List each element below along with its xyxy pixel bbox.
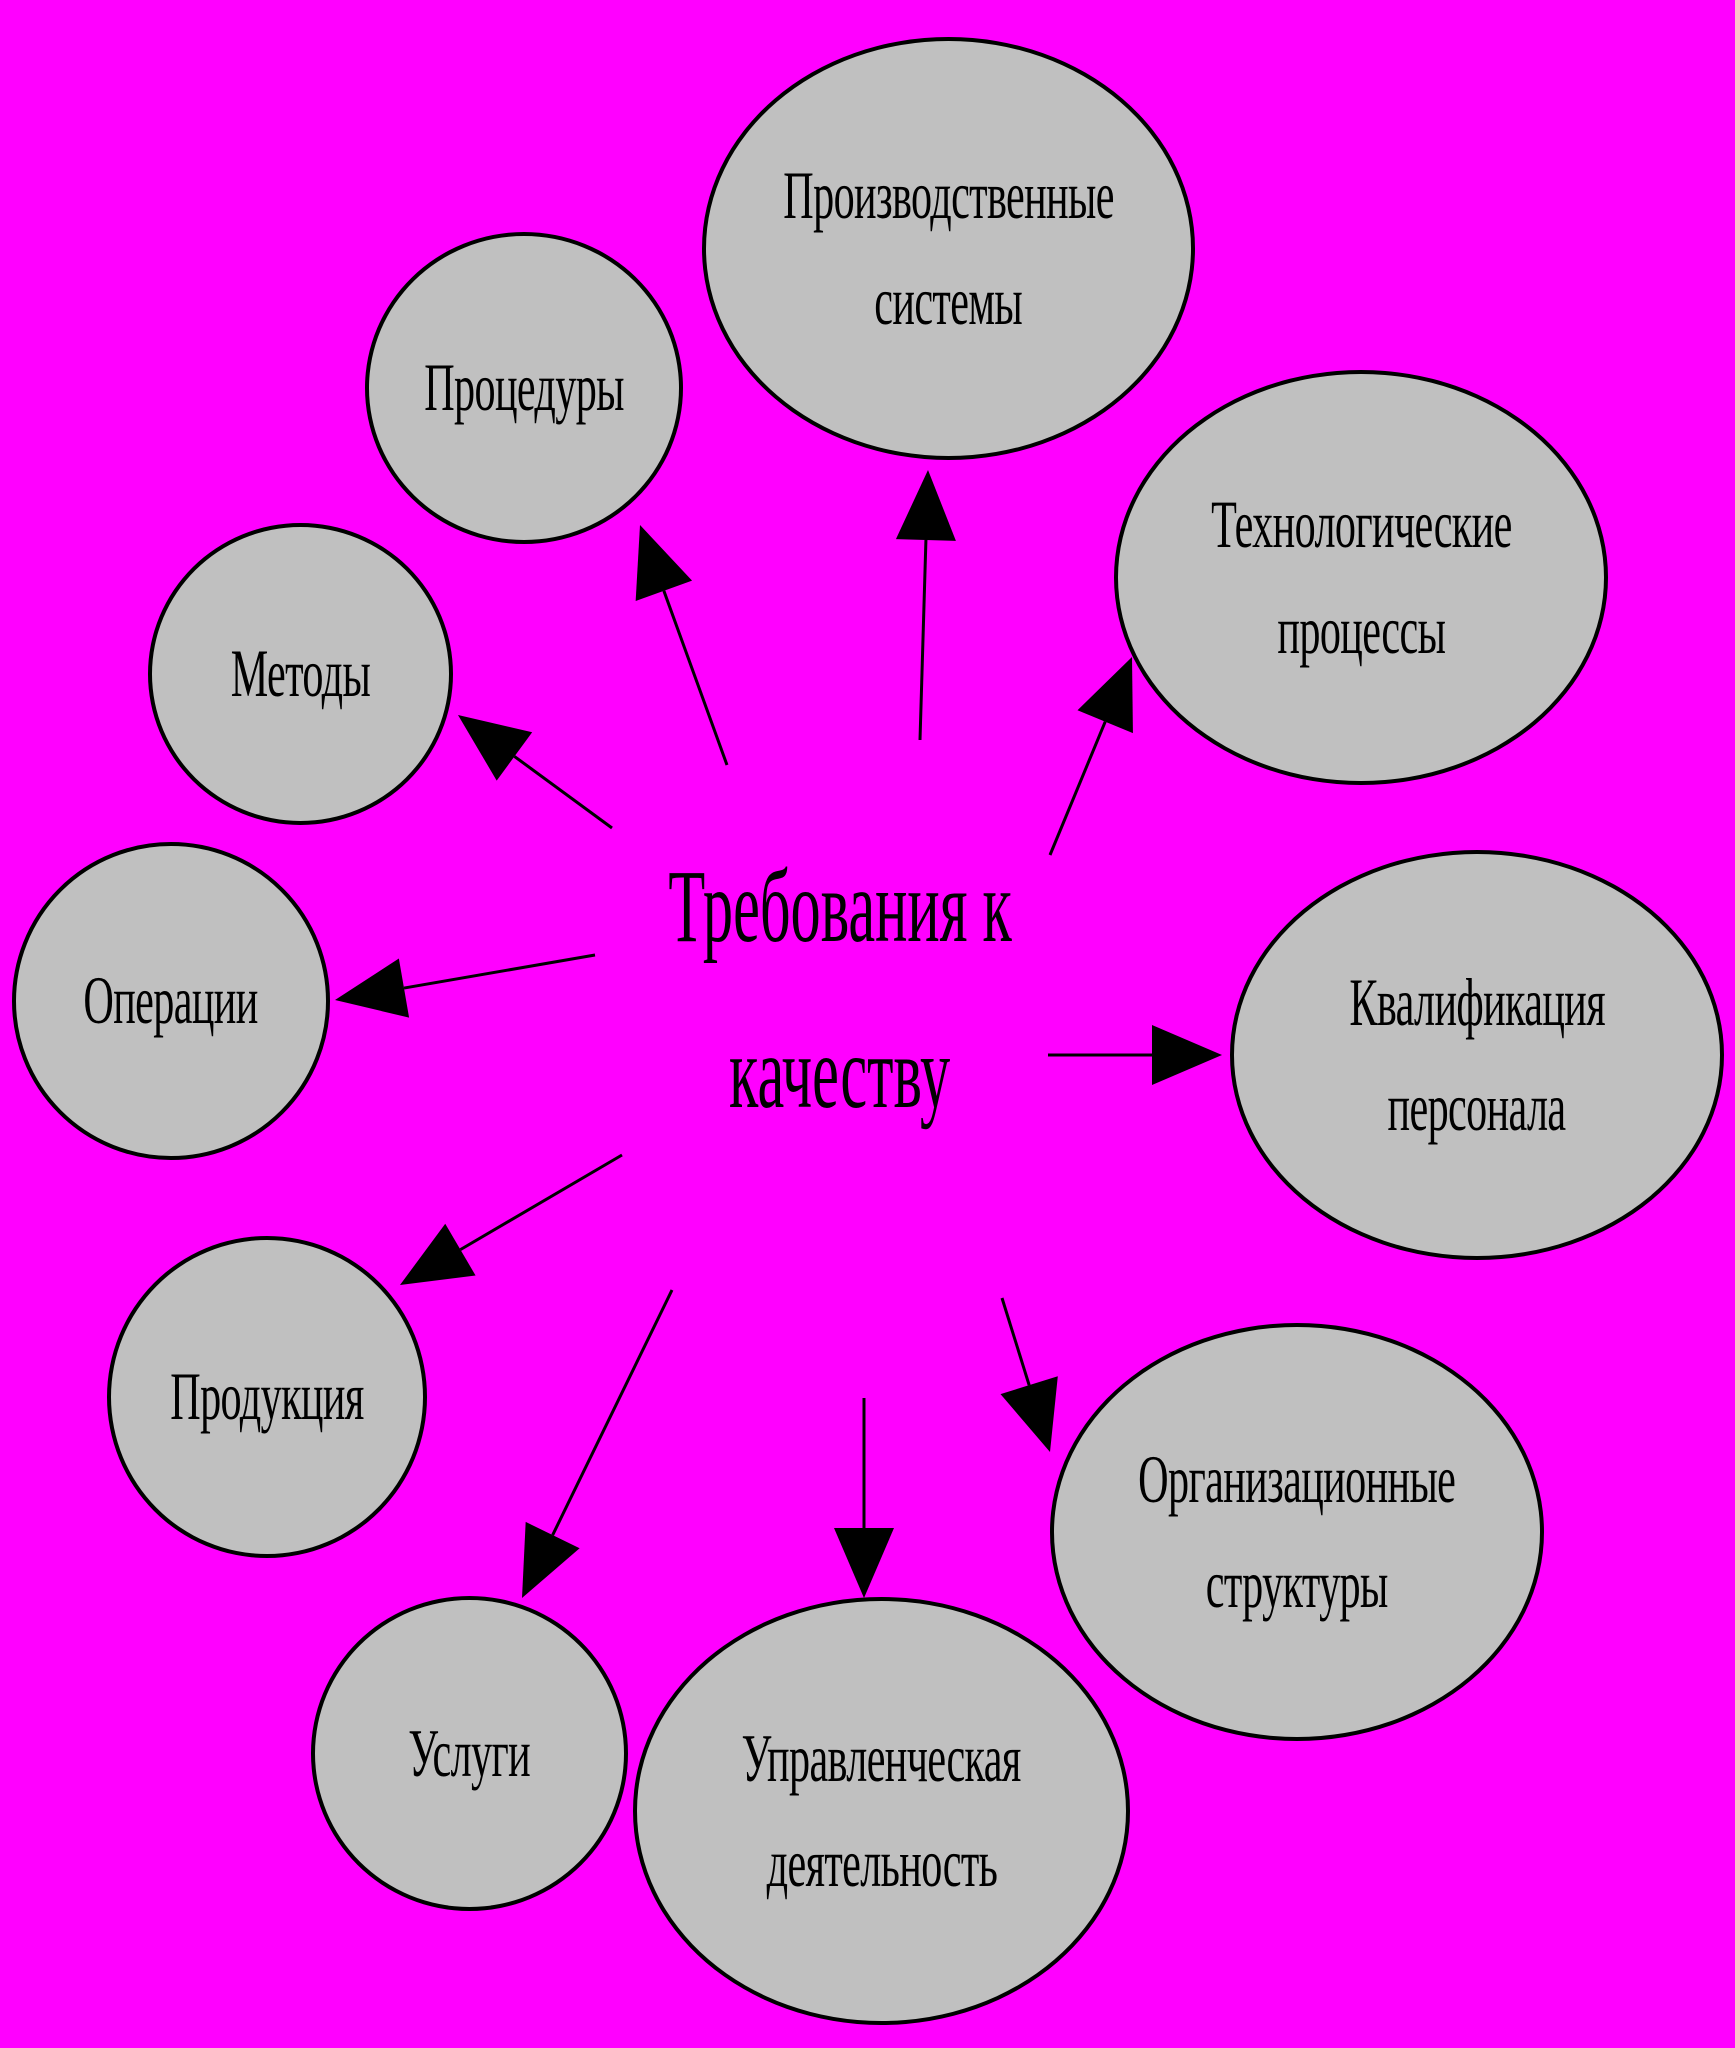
- node-label-line-2: процессы: [1277, 591, 1445, 668]
- node-services: Услуги: [311, 1596, 628, 1911]
- node-organizational-structures: Организационные структуры: [1050, 1323, 1544, 1741]
- arrow-head: [522, 1521, 580, 1598]
- node-label-line-1: Услуги: [408, 1714, 531, 1791]
- node-label-line-2: структуры: [1206, 1546, 1389, 1622]
- node-operations: Операции: [12, 842, 330, 1160]
- arrow-shaft: [551, 1289, 674, 1536]
- node-management-activity: Управленческая деятельность: [633, 1597, 1130, 2025]
- arrow-shaft: [403, 953, 596, 990]
- arrow-to-procedures: [635, 525, 729, 766]
- node-label-line-2: системы: [874, 262, 1023, 339]
- arrow-head: [1152, 1025, 1222, 1085]
- node-products: Продукция: [107, 1236, 427, 1558]
- arrow-head: [400, 1223, 476, 1285]
- node-staff-qualification: Квалификация персонала: [1230, 850, 1724, 1260]
- node-production-systems: Производственные системы: [702, 37, 1195, 460]
- arrow-to-methods: [458, 715, 613, 830]
- arrow-head: [895, 470, 956, 541]
- node-label-line-1: Технологические: [1210, 486, 1512, 563]
- arrow-to-staff-qualification: [1048, 1025, 1222, 1085]
- arrow-head: [458, 715, 533, 781]
- node-label-line-2: персонала: [1388, 1069, 1567, 1145]
- node-label-line-1: Производственные: [783, 157, 1114, 234]
- arrow-head: [1000, 1376, 1058, 1452]
- node-label-line-1: Квалификация: [1349, 963, 1605, 1040]
- node-label-line-1: Продукция: [170, 1358, 364, 1435]
- arrow-shaft: [1048, 721, 1107, 856]
- arrow-shaft: [513, 755, 613, 830]
- node-label-line-2: деятельность: [766, 1825, 997, 1901]
- arrow-to-management-activity: [834, 1398, 894, 1598]
- arrow-head: [834, 1528, 894, 1598]
- arrow-shaft: [918, 539, 928, 741]
- node-technological-processes: Технологические процессы: [1114, 370, 1608, 785]
- arrow-shaft: [1000, 1297, 1031, 1386]
- node-procedures: Процедуры: [365, 232, 683, 544]
- arrow-to-operations: [335, 953, 596, 1018]
- node-methods: Методы: [148, 523, 453, 825]
- arrow-head: [335, 958, 410, 1018]
- arrow-to-products: [400, 1153, 623, 1285]
- node-label-line-1: Методы: [230, 635, 371, 712]
- center-label-line-1: Требования к: [668, 848, 1012, 964]
- arrow-shaft: [662, 590, 729, 766]
- node-label-line-1: Организационные: [1138, 1440, 1456, 1517]
- node-label-line-1: Процедуры: [424, 349, 624, 426]
- arrow-to-production-systems: [895, 470, 956, 741]
- arrow-shaft: [459, 1153, 623, 1251]
- node-label-line-1: Управленческая: [741, 1719, 1022, 1796]
- center-label: Требования к качеству: [580, 780, 1100, 1200]
- node-label-line-1: Операции: [83, 962, 259, 1039]
- center-label-line-2: качеству: [729, 1015, 951, 1130]
- arrow-to-services: [522, 1289, 674, 1598]
- arrow-to-technological-processes: [1048, 657, 1133, 856]
- arrow-head: [1077, 657, 1133, 734]
- arrow-to-organizational-structures: [1000, 1297, 1058, 1452]
- arrow-head: [635, 525, 693, 602]
